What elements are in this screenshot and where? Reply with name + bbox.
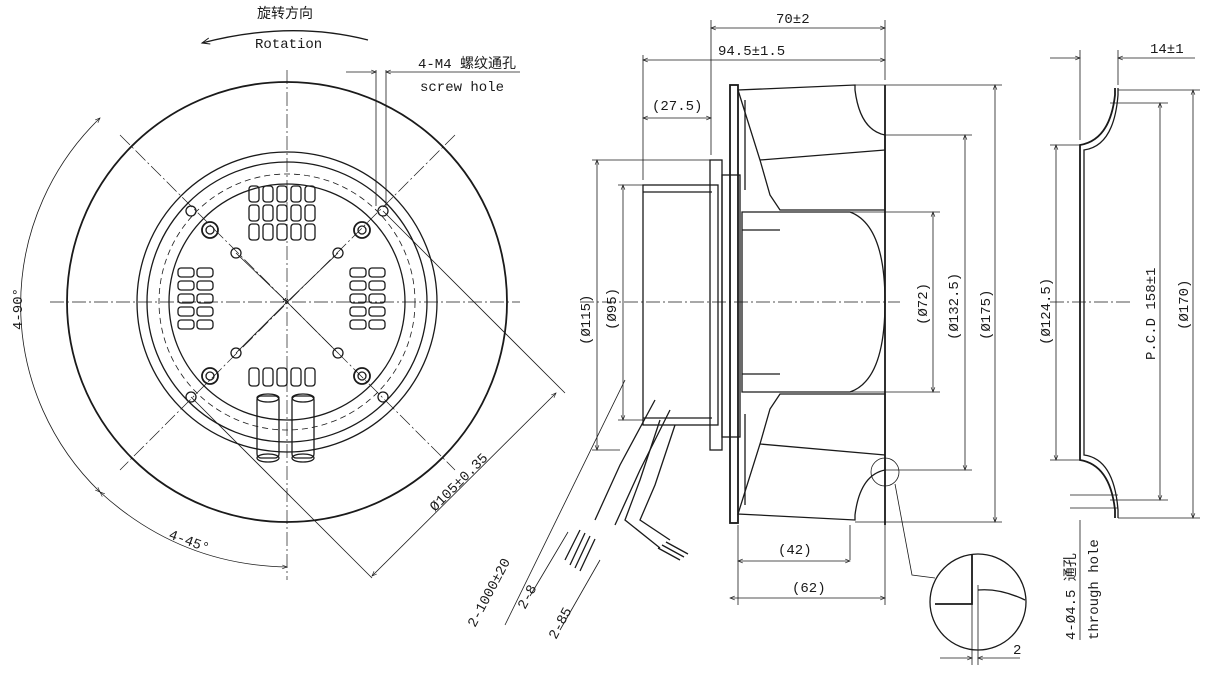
rotation-arrow	[200, 30, 369, 45]
motor-hub-ring	[168, 183, 406, 421]
d124-label: (Ø124.5)	[1039, 278, 1055, 345]
mounting-bosses	[201, 221, 371, 385]
motor-body	[642, 184, 719, 426]
front-view: * 旋转方向 Rotation 4-M4 螺纹通孔 screw hole 4-9…	[11, 6, 566, 580]
length-total-label: 94.5±1.5	[718, 44, 785, 60]
d115-label: (Ø115)	[579, 295, 595, 345]
inlet-ring-outer	[136, 151, 438, 453]
rotation-label-en: Rotation	[255, 37, 322, 53]
len42-label: (42)	[778, 543, 812, 559]
hidden-ring	[158, 173, 416, 431]
angle-45-label: 4-45°	[166, 528, 211, 557]
rotation-label-cn: 旋转方向	[257, 6, 313, 22]
dim-strip85	[559, 559, 601, 631]
screw-hole-label-en: screw hole	[420, 80, 504, 96]
len62-label: (62)	[792, 581, 826, 597]
blade-bottom	[737, 393, 886, 521]
blade-top	[737, 84, 886, 211]
strip-8-label: 2-8	[515, 583, 541, 613]
detail-marker	[870, 457, 900, 487]
pcd-label: P.C.D 158±1	[1144, 268, 1160, 360]
detail-leader	[894, 483, 936, 579]
dim-105-ext-2	[190, 396, 373, 579]
ring-profile-inner	[1083, 88, 1119, 518]
ring-width-label: 14±1	[1150, 42, 1184, 58]
angle-90-arc	[20, 117, 101, 493]
center-mark: *	[282, 296, 289, 311]
cable-glands	[256, 393, 315, 463]
angle-90-label: 4-90°	[11, 288, 27, 330]
width-total-label: 70±2	[776, 12, 810, 28]
ring-profile-outer	[1079, 88, 1116, 518]
offset-label: (27.5)	[652, 99, 702, 115]
front-diagonal-2	[119, 134, 456, 471]
back-plate	[729, 84, 739, 524]
dim-105-line	[371, 392, 557, 577]
detail-gap-label: 2	[1013, 643, 1021, 659]
d175-label: (Ø175)	[979, 290, 995, 340]
dim-cable	[504, 379, 626, 626]
hole-label-en: through hole	[1087, 539, 1103, 640]
angle-45-arc	[99, 491, 288, 570]
motor-flange	[709, 159, 723, 451]
hole-label-cn: 4-Ø4.5 通孔	[1063, 553, 1080, 640]
dim-strip8	[529, 531, 569, 597]
strip-85-label: 2-85	[546, 605, 576, 642]
d132-label: (Ø132.5)	[947, 273, 963, 340]
d95-label: (Ø95)	[605, 288, 621, 330]
inlet-ring-view: 14±1 (Ø124.5) P.C.D 158±1 (Ø170) 4-Ø4.5 …	[1039, 42, 1200, 640]
d72-label: (Ø72)	[916, 283, 932, 325]
d170-label: (Ø170)	[1177, 280, 1193, 330]
inlet-ring-inner	[146, 161, 428, 443]
front-diagonal-1	[119, 134, 456, 471]
dim-105-ext-1	[382, 210, 566, 394]
cables	[564, 399, 689, 572]
screw-hole-label-cn: 4-M4 螺纹通孔	[418, 56, 516, 73]
detail-curve	[977, 589, 1026, 601]
vent-slots	[177, 185, 386, 387]
side-view: 70±2 94.5±1.5 (27.5) (Ø115) (Ø95) (Ø72) …	[465, 12, 1027, 665]
motor-plate	[721, 174, 741, 438]
bolt-circle-label: Ø105±0.35	[427, 451, 492, 516]
detail-edge	[935, 555, 973, 605]
